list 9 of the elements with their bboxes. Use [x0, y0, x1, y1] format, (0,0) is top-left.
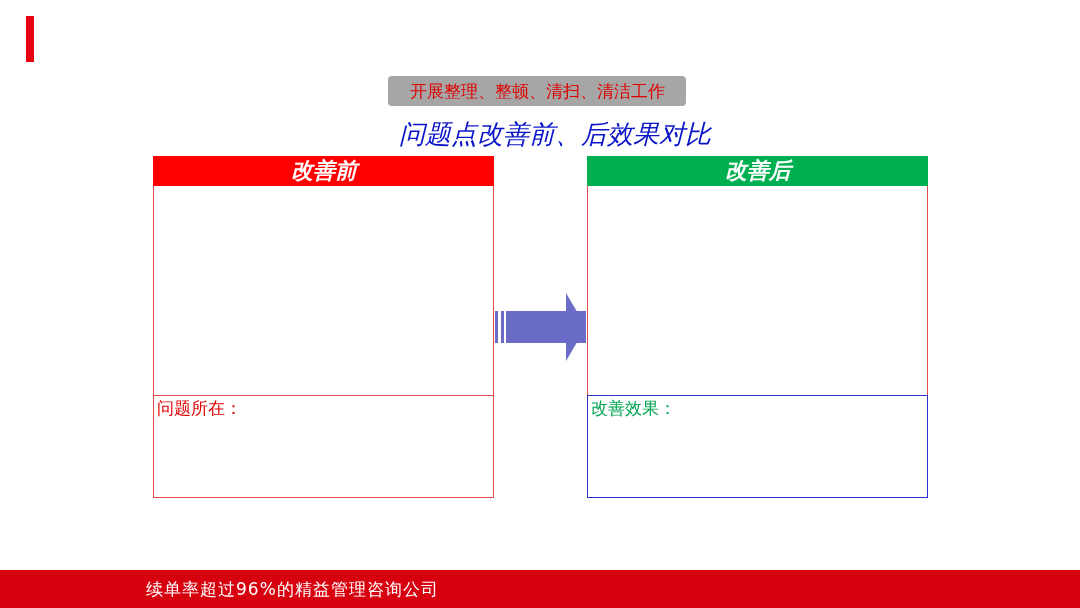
comparison-panel: [153, 156, 494, 498]
footer-text: 续单率超过96%的精益管理咨询公司: [146, 578, 439, 600]
tag-box: 开展整理、整顿、清扫、清洁工作: [388, 76, 686, 106]
note-label: 问题所在：: [157, 398, 242, 418]
note-label: 改善效果：: [591, 398, 676, 418]
title: 问题点改善前、后效果对比: [398, 118, 713, 151]
panel-header: 改善前: [153, 156, 494, 186]
comparison-panel: [587, 156, 928, 498]
panel-header: 改善后: [587, 156, 928, 186]
